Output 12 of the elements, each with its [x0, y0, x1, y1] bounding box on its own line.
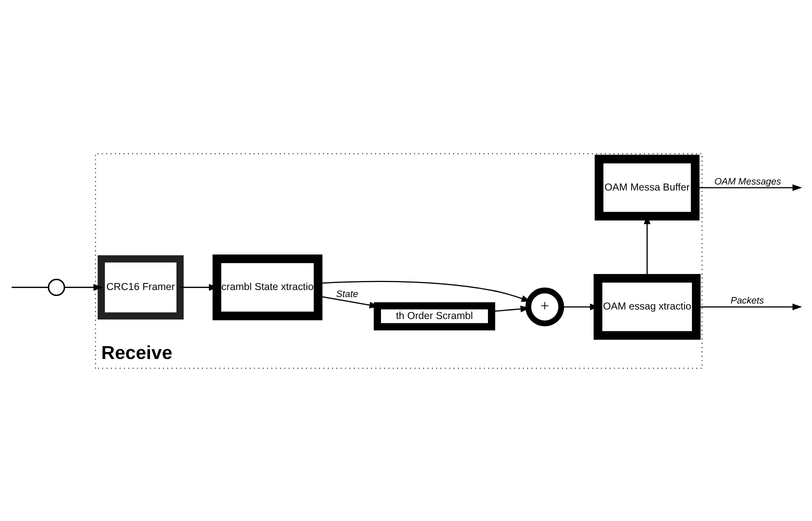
- node-box: th Order Scrambl: [374, 302, 496, 330]
- node-box: OAM Messa Buffer: [594, 154, 700, 220]
- node-circle: +: [525, 287, 564, 326]
- node-circle: [48, 278, 66, 296]
- node-box: OAM essag xtractio: [594, 274, 701, 340]
- arrow: [64, 284, 103, 290]
- node-box: crambl State xtractio: [212, 254, 322, 320]
- node-box: CRC16 Framer: [98, 254, 184, 320]
- edge-label: Packets: [730, 294, 764, 306]
- connector: [12, 286, 48, 288]
- edge-label: State: [336, 288, 358, 299]
- edge-label: OAM Messages: [714, 174, 782, 186]
